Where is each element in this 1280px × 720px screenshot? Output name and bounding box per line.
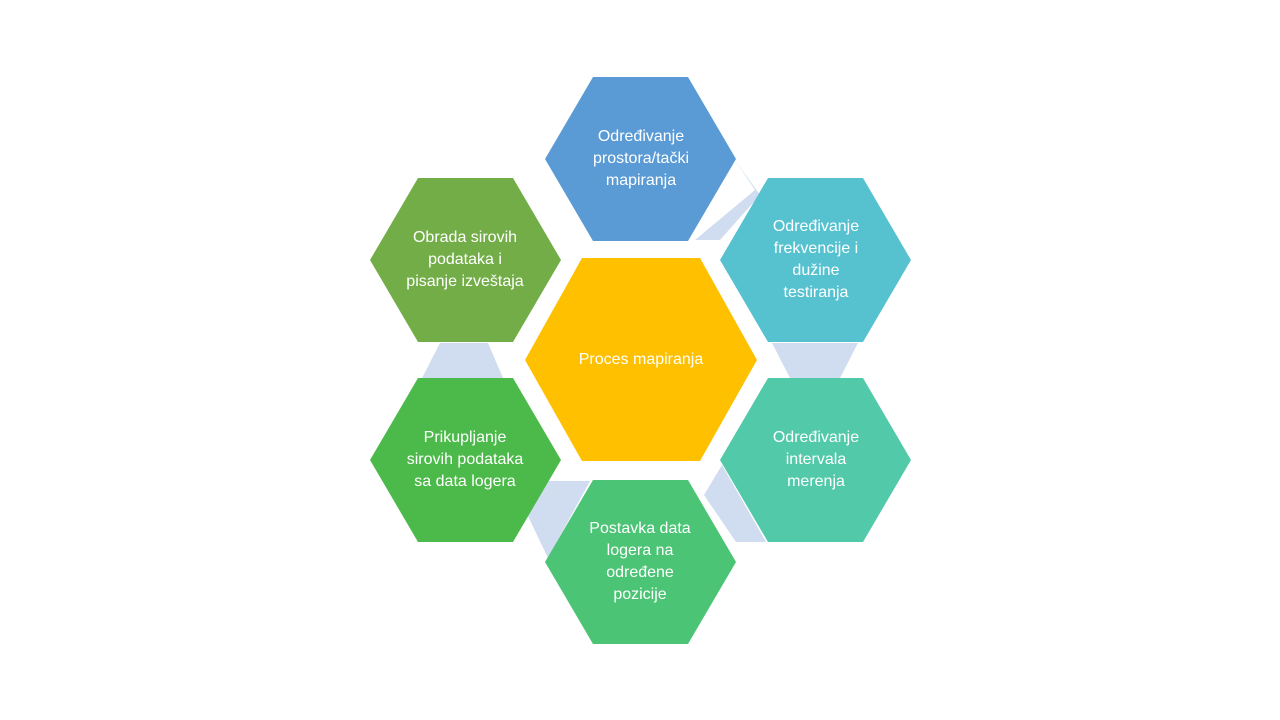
step-label-2-text: Određivanje frekvencije i dužine testira… (772, 218, 860, 301)
step-label-5-text: Prikupljanje sirovih podataka sa data lo… (406, 429, 524, 490)
hexagon-step-3 (720, 378, 911, 542)
connector-1-2 (695, 160, 760, 240)
hexagon-step-4 (545, 480, 736, 644)
step-label-6-text: Obrada sirovih podataka i pisanje izvešt… (406, 229, 524, 290)
center-label: Proces mapiranja (545, 330, 737, 390)
step-label-3-text: Određivanje intervala merenja (772, 429, 860, 490)
center-label-text: Proces mapiranja (578, 351, 704, 368)
step-label-6: Obrada sirovih podataka i pisanje izvešt… (400, 204, 530, 316)
step-label-5: Prikupljanje sirovih podataka sa data lo… (400, 404, 530, 516)
step-label-2: Određivanje frekvencije i dužine testira… (755, 205, 877, 315)
step-label-1: Određivanje prostora/tački mapiranja (578, 110, 704, 208)
connector-5-6 (422, 343, 503, 378)
hexagon-step-6 (370, 178, 561, 342)
hexagon-step-2 (720, 178, 911, 342)
hexagon-step-5 (370, 378, 561, 542)
hexagon-step-1 (545, 77, 736, 241)
connector-2-3 (772, 343, 858, 378)
connector-3-4 (704, 465, 766, 542)
step-label-4: Postavka data logera na određene pozicij… (576, 506, 704, 618)
step-label-4-text: Postavka data logera na određene pozicij… (589, 520, 691, 603)
step-label-3: Određivanje intervala merenja (755, 415, 877, 505)
hexagon-center (525, 258, 757, 461)
step-label-1-text: Određivanje prostora/tački mapiranja (592, 128, 690, 189)
connector-4-5 (526, 481, 590, 558)
